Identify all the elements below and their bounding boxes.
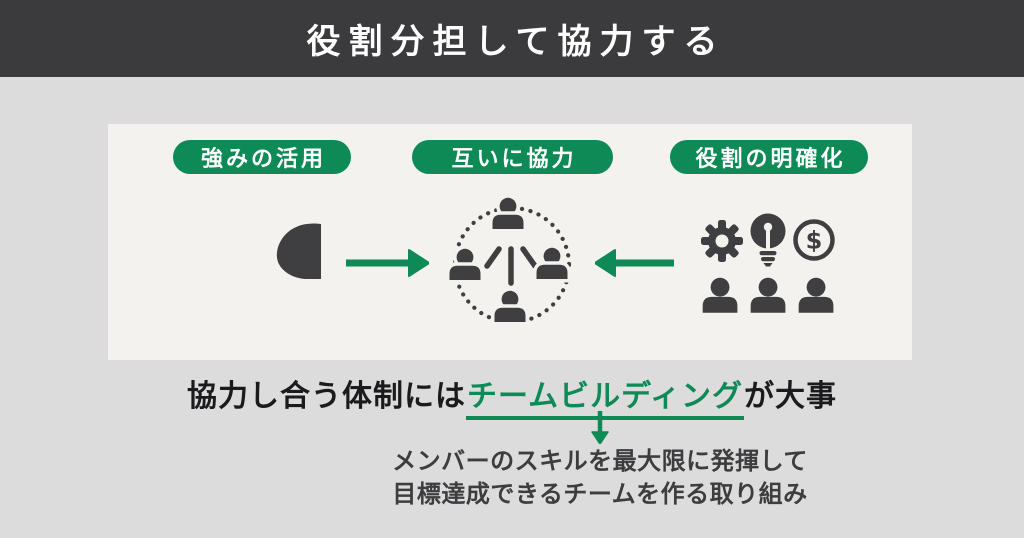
caption-post: が大事 (744, 380, 837, 413)
diagram-panel: 強みの活用 互いに協力 役割の明確化 (108, 124, 912, 360)
label-pill-strengths: 強みの活用 (173, 140, 351, 174)
team-members-icon (702, 277, 834, 313)
strength-icon (276, 223, 321, 279)
pill-label: 強みの活用 (200, 146, 326, 171)
caption-highlight: チームビルディング (466, 380, 744, 420)
label-pill-role-clarification: 役割の明確化 (670, 140, 868, 174)
arrow-left-icon (595, 249, 674, 277)
header: 役割分担して協力する (0, 0, 1024, 77)
caption-pre: 協力し合う体制には (187, 380, 466, 413)
label-pill-cooperation: 互いに協力 (412, 140, 613, 174)
arrow-right-icon (346, 249, 429, 277)
page-title: 役割分担して協力する (306, 23, 726, 61)
pill-label: 役割の明確化 (695, 146, 846, 171)
note-line-2: 目標達成できるチームを作る取り組み (392, 481, 808, 508)
dollar-coin-icon: $ (793, 219, 835, 261)
svg-text:$: $ (806, 227, 823, 255)
note-text: メンバーのスキルを最大限に発揮して 目標達成できるチームを作る取り組み (392, 445, 808, 511)
team-network-icon (442, 195, 572, 335)
roles-group-icon: $ (701, 213, 835, 313)
arrow-down-icon (591, 411, 609, 444)
gear-icon (701, 220, 743, 262)
note-line-1: メンバーのスキルを最大限に発揮して (392, 448, 808, 475)
pill-label: 互いに協力 (451, 146, 577, 171)
lightbulb-icon (750, 213, 786, 267)
caption: 協力し合う体制にはチームビルディングが大事 (0, 371, 1024, 420)
